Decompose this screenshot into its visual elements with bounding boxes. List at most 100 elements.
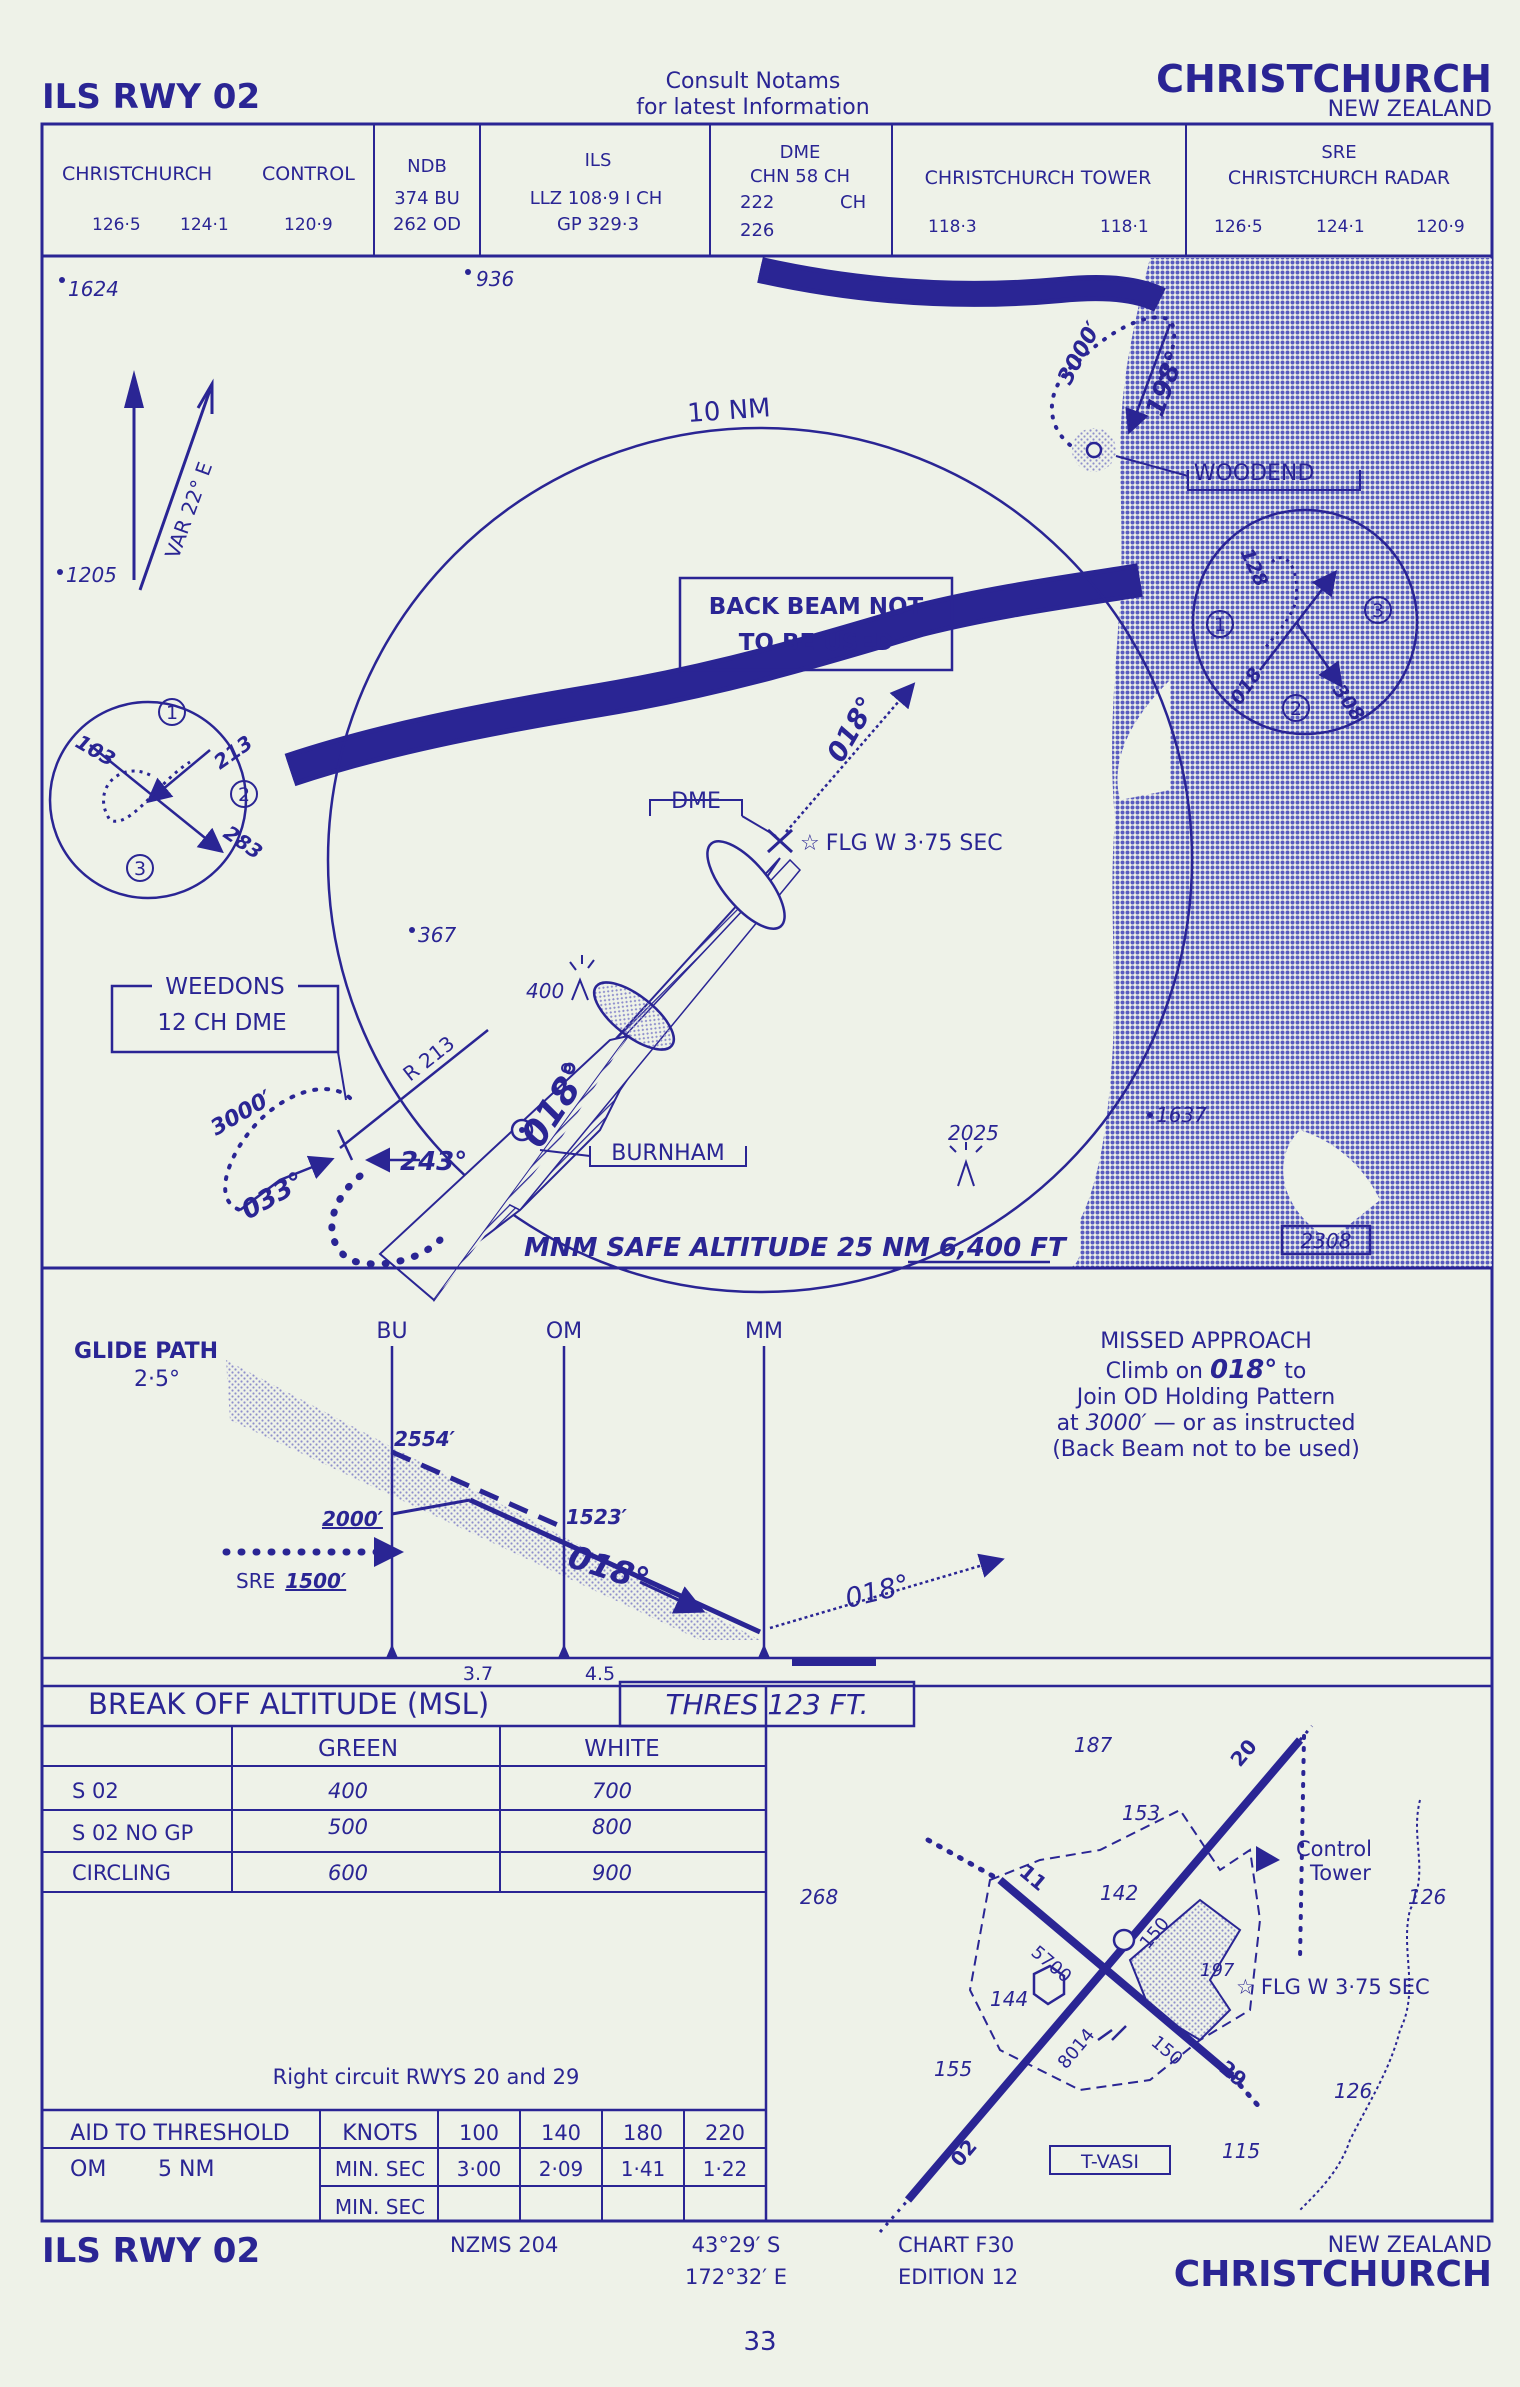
speed-220: 220	[705, 2121, 745, 2145]
glide-path-label: GLIDE PATH	[74, 1339, 218, 1364]
runway-11-label: 11	[1015, 1859, 1052, 1895]
time-180: 1·41	[621, 2157, 666, 2181]
heading-033: 033°	[237, 1166, 310, 1226]
ad-elev-142: 142	[1100, 1881, 1138, 1905]
back-course-track	[785, 682, 916, 833]
row-white-1: 700	[592, 1779, 632, 1803]
sre-freq-2: 124·1	[1316, 217, 1365, 237]
sre-alt: 1500′	[285, 1569, 347, 1593]
ils-llz: LLZ 108·9 I CH	[530, 188, 663, 209]
ndb-1: 374 BU	[394, 188, 460, 209]
sre-freq-1: 126·5	[1214, 217, 1263, 237]
time-100: 3·00	[457, 2157, 502, 2181]
ad-elev-197: 197	[1200, 1960, 1235, 1981]
elevation-2025: 2025	[948, 1121, 999, 1145]
speed-100: 100	[459, 2121, 499, 2145]
footer-map-ref: NZMS 204	[450, 2233, 558, 2257]
magnetic-north-arrowhead	[196, 378, 214, 414]
footer-country: NEW ZEALAND	[1328, 2233, 1492, 2258]
hold-left-n1: 1	[166, 702, 178, 724]
runway-11-29	[997, 1876, 1235, 2080]
runway-20-label: 20	[1225, 1734, 1261, 1771]
dme-cross-icon	[766, 828, 794, 854]
true-north-arrowhead	[124, 370, 144, 408]
timing-header-knots: KNOTS	[342, 2121, 418, 2146]
row-label-3: CIRCLING	[72, 1861, 171, 1885]
missed-approach-line-2: Join OD Holding Pattern	[1075, 1385, 1336, 1410]
heading-243: 243°	[400, 1147, 467, 1177]
row-green-3: 600	[328, 1861, 368, 1885]
ad-elev-126-b: 126	[1334, 2079, 1372, 2103]
sre-label-2: CHRISTCHURCH RADAR	[1228, 167, 1450, 189]
dme-box-label: DME	[671, 789, 721, 814]
tvasi-box	[1049, 2145, 1171, 2175]
tvasi-label: T-VASI	[1080, 2151, 1139, 2173]
hold-left-n2: 2	[238, 784, 250, 806]
radial-213-line	[339, 1029, 489, 1149]
ndb-2: 262 OD	[393, 214, 461, 235]
elevation-1205: 1205	[66, 563, 117, 587]
plan-view: 10 NM 1624 936 1205 367 400 2025 1637 23…	[48, 257, 1492, 1303]
row-green-2: 500	[328, 1815, 368, 1839]
dme-2a: 222	[740, 192, 774, 213]
river-north-inner	[758, 262, 1164, 308]
ad-star-icon: ☆	[1236, 1975, 1255, 1999]
timing-minsec: MIN. SEC	[335, 2157, 425, 2181]
distance-bu-om: 3.7	[463, 1663, 493, 1685]
om-marker-ellipse	[706, 840, 786, 930]
dme-2b: CH	[840, 192, 866, 213]
ad-elev-153: 153	[1122, 1801, 1160, 1825]
ad-elev-115: 115	[1222, 2139, 1260, 2163]
control-freq-1: 126·5	[92, 215, 141, 235]
hold-right-n2: 2	[1290, 698, 1302, 720]
dme-1: CHN 58 CH	[750, 166, 850, 187]
control-freq-2: 124·1	[180, 215, 229, 235]
control-label: CONTROL	[262, 163, 355, 185]
heading-018-missed: 018°	[842, 1569, 913, 1615]
runway-02-label: 02	[945, 2134, 981, 2171]
ad-flg-text: FLG W 3·75 SEC	[1261, 1975, 1430, 1999]
row-white-3: 900	[592, 1861, 632, 1885]
woodend-box	[1187, 470, 1361, 491]
elevation-367: 367	[418, 923, 456, 947]
back-beam-line-2: TO BE USED	[739, 630, 894, 656]
ad-flg-label: ☆FLG W 3·75 SEC	[1236, 1975, 1430, 1999]
footer-city: CHRISTCHURCH	[1174, 2254, 1492, 2295]
weedons-dme: 12 CH DME	[157, 1010, 286, 1036]
footer-title: ILS RWY 02	[42, 2231, 260, 2271]
om-label: OM	[546, 1319, 582, 1344]
timing-table: AID TO THRESHOLD KNOTS 100 140 180 220 O…	[42, 2108, 766, 2221]
elevation-2308-box	[1280, 1224, 1372, 1256]
lagoon	[1283, 1130, 1380, 1240]
ad-river	[1299, 1799, 1421, 2211]
alt-3000-left: 3000′	[207, 1086, 278, 1141]
weedons-fix-tick	[336, 1129, 354, 1161]
range-ring-10nm	[326, 426, 1194, 1294]
control-name: CHRISTCHURCH	[62, 163, 212, 185]
ad-elev-144: 144	[990, 1987, 1028, 2011]
tower-freq-2: 118·1	[1100, 217, 1149, 237]
glide-path-final	[468, 1497, 762, 1635]
header-city: CHRISTCHURCH	[1156, 57, 1492, 101]
timing-om-dist: 5 NM	[158, 2157, 214, 2182]
holding-inset-right	[1191, 508, 1419, 736]
notam-line-1: Consult Notams	[666, 69, 841, 94]
elevation-400: 400	[526, 979, 564, 1003]
dme-label: DME	[780, 142, 821, 163]
msa-label: MNM SAFE ALTITUDE 25 NM 6,400 FT	[524, 1233, 1068, 1263]
obstacle-2025-icon	[949, 1142, 983, 1187]
ils-gp: GP 329·3	[557, 214, 639, 235]
ad-elev-155: 155	[934, 2057, 972, 2081]
profile-view: GLIDE PATH 2·5° BU OM MM 2554′ 2000′ 152…	[42, 1319, 1492, 1688]
elevation-936: 936	[476, 267, 514, 291]
ad-elev-187: 187	[1074, 1733, 1112, 1757]
control-tower-1: Control	[1296, 1837, 1372, 1861]
elevation-1624: 1624	[68, 277, 119, 301]
missed-approach-title: MISSED APPROACH	[1100, 1329, 1312, 1354]
sre-label-1: SRE	[1321, 142, 1356, 163]
elevation-2308: 2308	[1301, 1229, 1352, 1253]
footer-longitude: 172°32′ E	[685, 2265, 787, 2289]
burnham-label: BURNHAM	[611, 1141, 725, 1166]
runway-profile-bar	[792, 1658, 876, 1666]
